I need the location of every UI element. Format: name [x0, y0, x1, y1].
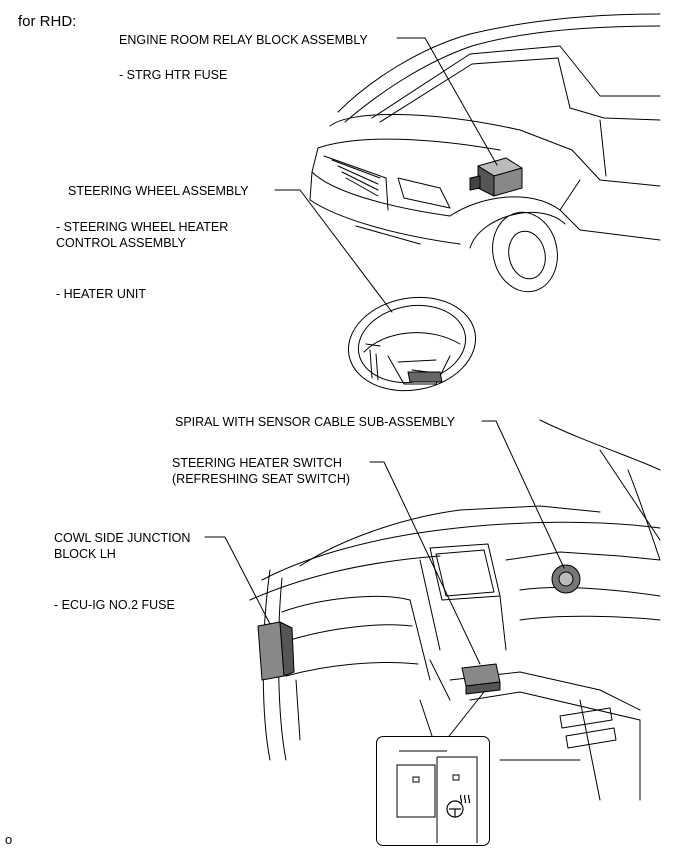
label-strg-htr-fuse: - STRG HTR FUSE	[119, 68, 228, 82]
switch-detail-inset	[376, 736, 490, 846]
label-cowl-side-line2: BLOCK LH	[54, 547, 116, 561]
label-heater-unit: - HEATER UNIT	[56, 287, 147, 301]
steering-heater-switch-component	[461, 663, 501, 695]
label-heater-switch-line2: (REFRESHING SEAT SWITCH)	[172, 472, 351, 486]
switch-detail-artwork	[396, 750, 478, 843]
steering-wheel-illustration	[347, 296, 477, 392]
interior-illustration	[249, 419, 661, 801]
label-cowl-side-line1: COWL SIDE JUNCTION	[54, 531, 191, 545]
cowl-side-junction-block	[257, 621, 295, 681]
label-steering-wheel-assembly: STEERING WHEEL ASSEMBLY	[68, 184, 249, 198]
label-ecu-ig-fuse: - ECU-IG NO.2 FUSE	[54, 598, 175, 612]
engine-room-relay-block	[469, 157, 523, 197]
label-spiral-cable: SPIRAL WITH SENSOR CABLE SUB-ASSEMBLY	[175, 415, 455, 429]
label-engine-room-relay-block: ENGINE ROOM RELAY BLOCK ASSEMBLY	[119, 33, 368, 47]
spiral-cable-component	[551, 564, 581, 594]
figure-code: o	[5, 832, 13, 847]
vehicle-illustration	[309, 13, 661, 293]
label-heater-control-line1: - STEERING WHEEL HEATER	[56, 220, 229, 234]
header-label: for RHD:	[18, 13, 77, 30]
label-heater-switch-line1: STEERING HEATER SWITCH	[172, 456, 342, 470]
steering-heater-icon	[446, 794, 471, 818]
label-heater-control-line2: CONTROL ASSEMBLY	[56, 236, 186, 250]
